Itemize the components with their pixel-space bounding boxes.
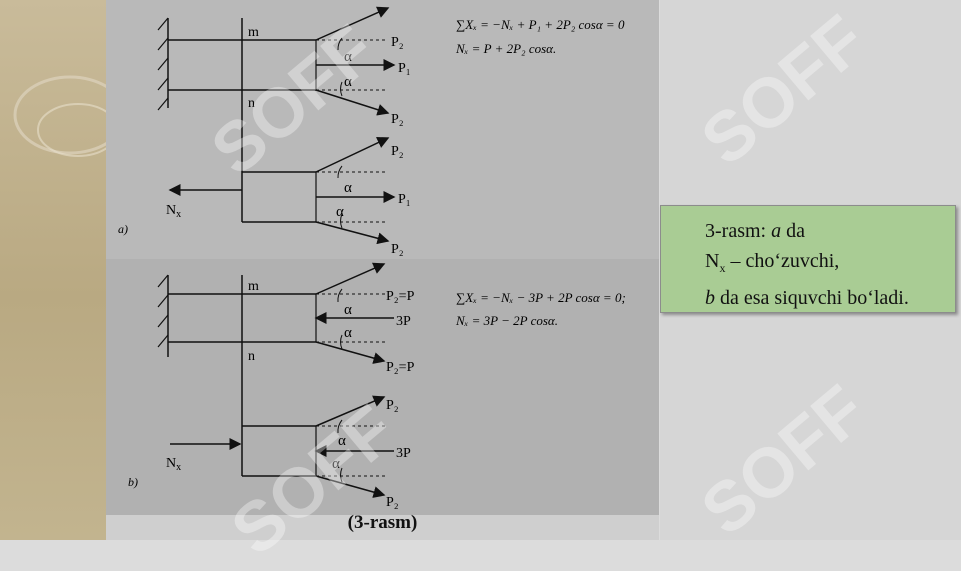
panel-label-a: a) — [118, 222, 128, 236]
force-label-p2p-bottom: P₂=P — [386, 360, 415, 375]
force-arrow-p2-down-lower — [315, 475, 386, 498]
figure-caption: (3-rasm) — [347, 512, 418, 533]
force-label-p2-lower-bottom: P₂ — [386, 495, 399, 510]
alpha-label-2: α — [344, 74, 352, 90]
alpha-label-1: α — [344, 302, 352, 318]
alpha-label-3: α — [344, 180, 352, 196]
force-arrow-p2-down — [315, 341, 386, 364]
force-label-p2-lower-top: P₂ — [386, 398, 399, 413]
caption-bar — [106, 515, 659, 540]
angle-arc-3 — [337, 419, 343, 434]
force-label-nx: Nx — [166, 456, 181, 473]
force-arrow-p2-up-lower — [315, 395, 386, 427]
force-label-nx: Nx — [166, 203, 181, 220]
force-label-p2-lower-bottom: P₂ — [391, 242, 404, 257]
panel-label-b: b) — [128, 475, 138, 489]
force-arrow-p2-up — [315, 262, 386, 295]
alpha-label-1: α — [344, 49, 352, 65]
angle-arc-2 — [340, 334, 343, 350]
angle-arc-4 — [340, 467, 343, 483]
label-m: m — [248, 25, 259, 40]
force-label-p2p-top: P₂=P — [386, 289, 415, 304]
explanation-box: 3-rasm: a da Nx – cho‘zuvchi, b da esa s… — [660, 205, 956, 313]
equation-a-1: ∑Xₓ = −Nₓ + P₁ + 2P₂ cosα = 0 — [456, 17, 625, 32]
force-label-p2-lower-top: P₂ — [391, 144, 404, 159]
angle-arc-3 — [337, 165, 343, 179]
force-label-3p-top: 3P — [396, 314, 411, 329]
force-label-p2-bottom: P₂ — [391, 112, 404, 127]
equation-b-2: Nₓ = 3P − 2P cosα. — [455, 313, 558, 328]
angle-arc-4 — [340, 213, 343, 229]
force-label-3p-lower: 3P — [396, 446, 411, 461]
angle-arc-1 — [337, 288, 343, 303]
force-arrow-p2-down — [315, 89, 390, 116]
force-label-p1-top: P₁ — [398, 61, 411, 76]
note-line-3: b da esa siquvchi bo‘ladi. — [705, 287, 909, 309]
wall-hatching — [157, 17, 169, 111]
force-arrow-p2-up-lower — [315, 137, 390, 173]
alpha-label-3: α — [338, 433, 346, 449]
alpha-label-4: α — [336, 204, 344, 220]
decorative-swirl — [13, 75, 106, 157]
angle-arc-1 — [337, 37, 343, 51]
note-line-2: Nx – cho‘zuvchi, — [705, 250, 840, 275]
alpha-label-4: α — [332, 456, 340, 472]
equation-a-2: Nₓ = P + 2P₂ cosα. — [455, 41, 556, 56]
force-arrow-p2-up — [315, 6, 390, 41]
alpha-label-2: α — [344, 325, 352, 341]
note-line-1: 3-rasm: a da — [705, 220, 805, 242]
wall-hatching — [157, 274, 169, 348]
label-n: n — [248, 349, 255, 364]
diagram-a-figure: m n α α P₂ P₁ P₂ Nx α α P₂ P₁ P₂ a) — [118, 6, 625, 257]
force-label-p1-lower: P₁ — [398, 192, 411, 207]
equation-b-1: ∑Xₓ = −Nₓ − 3P + 2P cosα = 0; — [456, 290, 626, 305]
diagram-b-figure: m n α α P₂=P 3P P₂=P Nx α α P₂ 3P P₂ b) … — [128, 262, 626, 510]
force-label-p2-top: P₂ — [391, 35, 404, 50]
diagram-panel-a: m n α α P₂ P₁ P₂ Nx α α P₂ P₁ P₂ a) — [106, 0, 659, 259]
decorative-left-strip — [0, 0, 106, 540]
diagram-panel-b: m n α α P₂=P 3P P₂=P Nx α α P₂ 3P P₂ b) … — [106, 259, 659, 515]
force-arrow-p2-down-lower — [315, 221, 390, 245]
angle-arc-2 — [340, 81, 343, 97]
label-m: m — [248, 279, 259, 294]
label-n: n — [248, 96, 255, 111]
